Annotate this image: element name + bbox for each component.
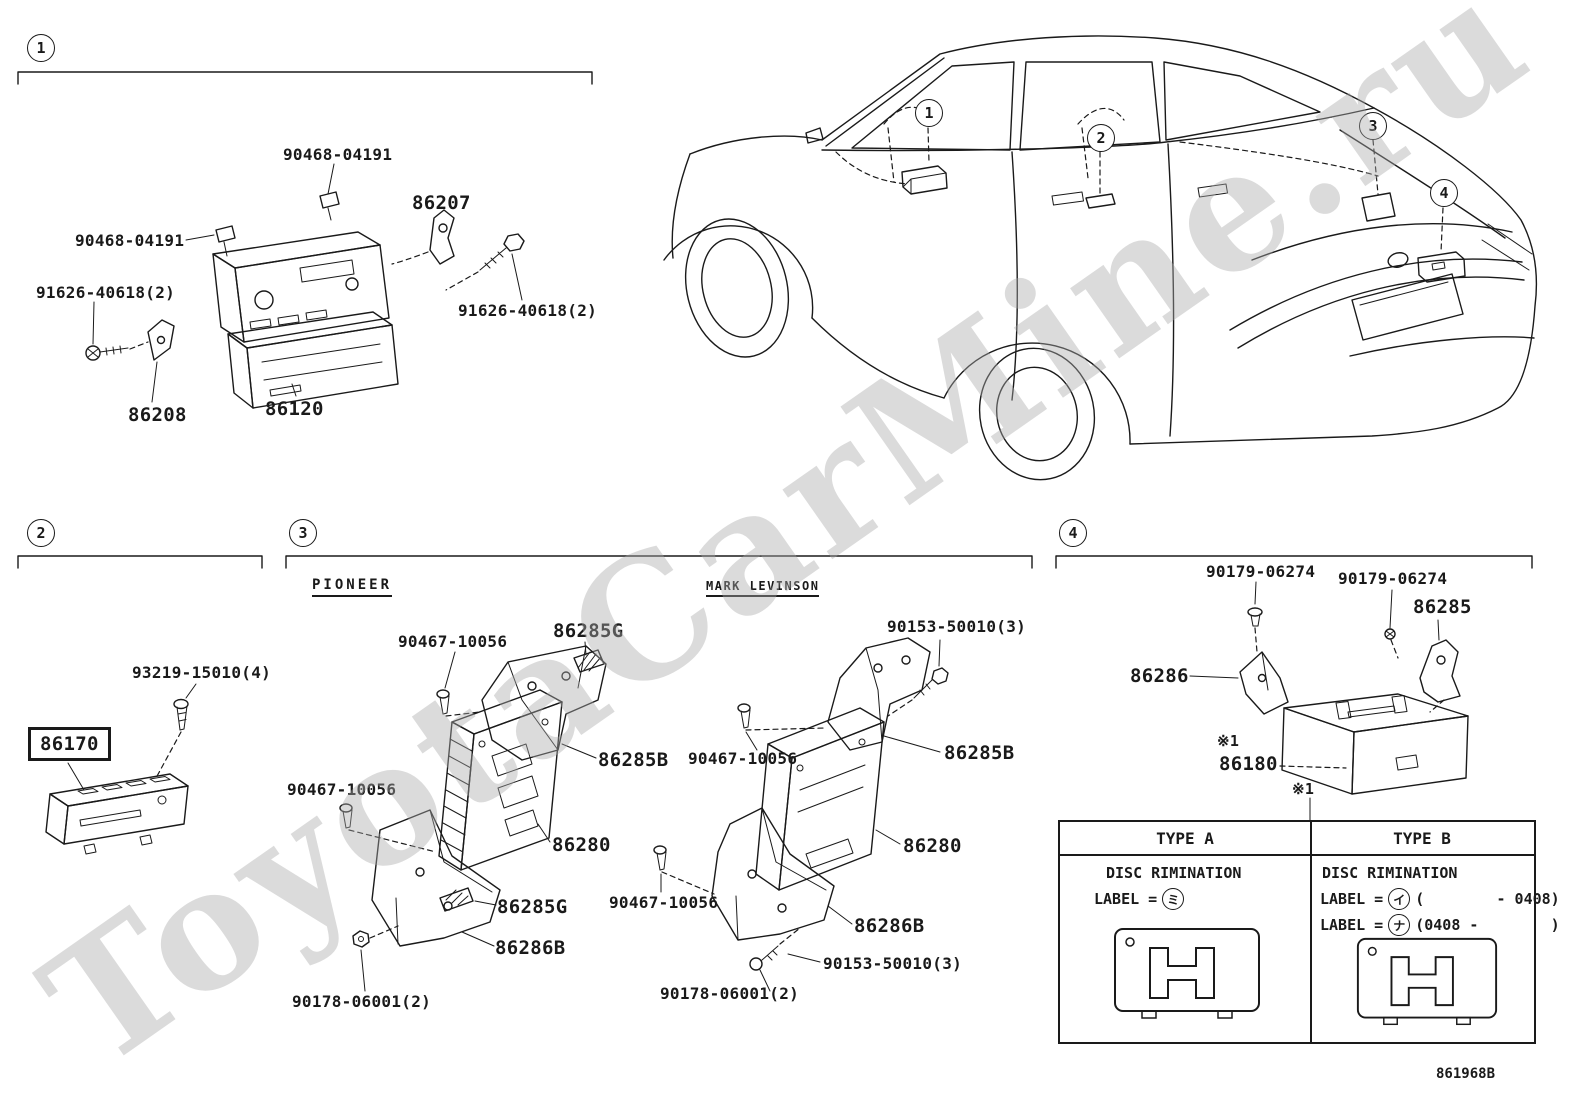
type-a-header: TYPE A: [1156, 828, 1214, 848]
part-label-91626-40618-left[interactable]: 91626-40618(2): [36, 283, 176, 302]
part-label-p-90467-mid[interactable]: 90467-10056: [287, 780, 397, 799]
type-b-plate-diagram: [1356, 937, 1498, 1026]
part-label-91626-40618-right[interactable]: 91626-40618(2): [458, 301, 598, 320]
part-label-90179-left[interactable]: 90179-06274: [1206, 562, 1316, 581]
brand-heading-mark-levinson: MARK LEVINSON: [706, 579, 820, 597]
circled-mark-a: ミ: [1162, 888, 1185, 910]
part-label-m-90153-top[interactable]: 90153-50010(3): [887, 617, 1027, 636]
part-label-m-90467-upper[interactable]: 90467-10056: [688, 749, 798, 768]
circled-mark-b2: ナ: [1388, 914, 1411, 936]
part-label-86285[interactable]: 86285: [1413, 596, 1472, 618]
callout-section-1: 1: [27, 34, 55, 62]
part-label-p-86286B[interactable]: 86286B: [495, 937, 566, 959]
part-label-m-90178[interactable]: 90178-06001(2): [660, 984, 800, 1003]
disc-type-table-header: TYPE A TYPE B: [1060, 822, 1534, 856]
table-column-divider: [1310, 822, 1312, 1042]
callout-section-2: 2: [27, 519, 55, 547]
type-b-label-line-2: LABEL = ナ (0408 - ): [1320, 914, 1560, 936]
part-label-93219-15010[interactable]: 93219-15010(4): [132, 663, 272, 682]
type-b-label-line-1: LABEL = イ ( - 0408): [1320, 888, 1560, 910]
part-label-m-86286B[interactable]: 86286B: [854, 915, 925, 937]
part-label-m-86285B[interactable]: 86285B: [944, 742, 1015, 764]
part-label-86180[interactable]: 86180: [1219, 753, 1278, 775]
control-unit-drawing: [45, 683, 197, 855]
diagram-code: 861968B: [1436, 1066, 1496, 1082]
type-a-label-line: LABEL = ミ: [1094, 888, 1185, 910]
mark-levinson-amp-drawing: [653, 637, 949, 992]
circled-mark-b1: イ: [1388, 888, 1411, 910]
part-label-p-86285G-top[interactable]: 86285G: [553, 620, 624, 642]
part-label-86208[interactable]: 86208: [128, 404, 187, 426]
part-label-90179-right[interactable]: 90179-06274: [1338, 569, 1448, 588]
type-a-disc-line: DISC RIMINATION: [1106, 864, 1242, 882]
car-callout-2: 2: [1087, 124, 1115, 152]
part-label-p-90467-top[interactable]: 90467-10056: [398, 632, 508, 651]
brand-heading-pioneer: PIONEER: [312, 577, 393, 597]
car-drawing: [663, 35, 1538, 481]
part-label-90468-04191-top[interactable]: 90468-04191: [283, 145, 393, 164]
car-callout-1: 1: [915, 99, 943, 127]
part-label-p-90178[interactable]: 90178-06001(2): [292, 992, 432, 1011]
note-mark-tuner: ※1: [1217, 732, 1240, 750]
part-label-86286[interactable]: 86286: [1130, 665, 1189, 687]
section-bracket-lines: [17, 71, 1533, 569]
part-label-86207[interactable]: 86207: [412, 192, 471, 214]
note-mark-table: ※1: [1292, 780, 1315, 798]
pioneer-amp-drawing: [339, 641, 607, 992]
type-a-plate-diagram: [1114, 928, 1260, 1019]
part-label-m-90153-bottom[interactable]: 90153-50010(3): [823, 954, 963, 973]
part-label-86170-selected[interactable]: 86170: [28, 727, 111, 761]
disc-type-table: TYPE A TYPE B DISC RIMINATION LABEL = ミ …: [1058, 820, 1560, 1044]
type-b-header: TYPE B: [1393, 828, 1451, 848]
radio-assembly-drawing: [85, 163, 525, 409]
callout-section-4: 4: [1059, 519, 1087, 547]
type-b-disc-line: DISC RIMINATION: [1322, 864, 1458, 882]
callout-section-3: 3: [289, 519, 317, 547]
car-callout-4: 4: [1430, 179, 1458, 207]
part-label-86120[interactable]: 86120: [265, 398, 324, 420]
part-label-m-90467-lower[interactable]: 90467-10056: [609, 893, 719, 912]
car-callout-3: 3: [1359, 112, 1387, 140]
part-label-90468-04191-side[interactable]: 90468-04191: [75, 231, 185, 250]
part-label-p-86280[interactable]: 86280: [552, 834, 611, 856]
part-label-m-86280[interactable]: 86280: [903, 835, 962, 857]
part-label-p-86285B[interactable]: 86285B: [598, 749, 669, 771]
tuner-drawing: [1189, 581, 1469, 821]
part-label-p-86285G-bottom[interactable]: 86285G: [497, 896, 568, 918]
